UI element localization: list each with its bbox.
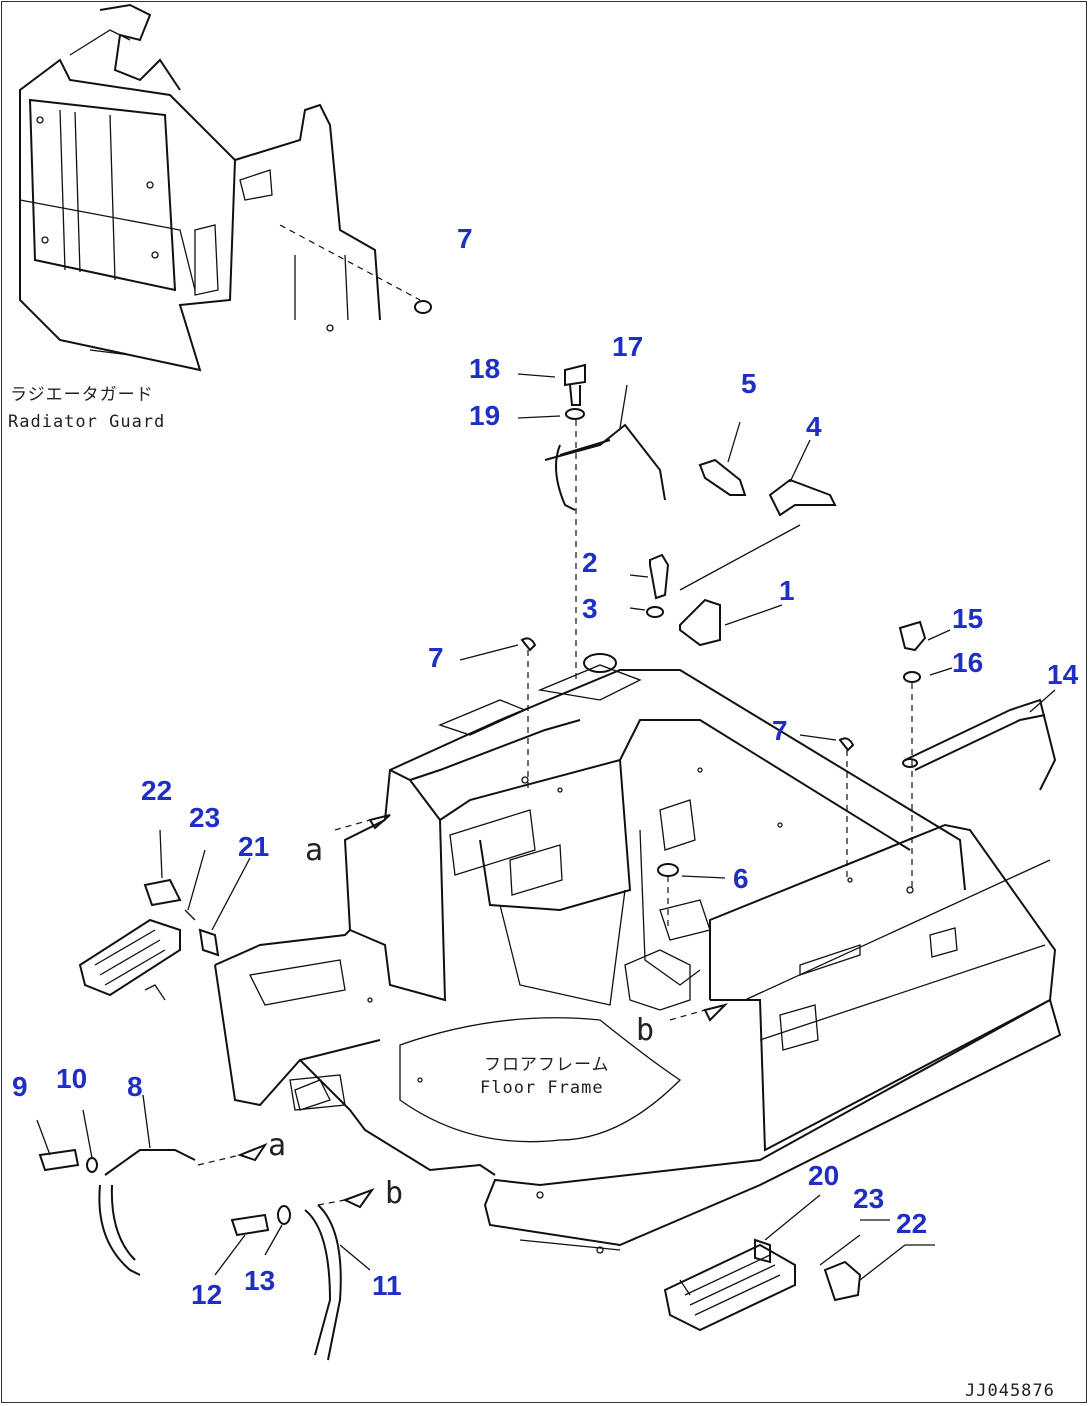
ref-a-lower: a xyxy=(268,1128,286,1163)
callout-22-right: 22 xyxy=(896,1208,927,1239)
callout-6: 6 xyxy=(733,863,749,894)
floor-frame-label-jp: フロアフレーム xyxy=(484,1055,610,1075)
callout-7-left: 7 xyxy=(428,642,444,673)
callout-7-right: 7 xyxy=(772,715,788,746)
ref-b-upper: b xyxy=(636,1013,654,1048)
right-step xyxy=(663,1194,935,1332)
callout-23-right: 23 xyxy=(853,1183,884,1214)
radiator-guard xyxy=(19,3,432,372)
callout-3: 3 xyxy=(582,593,598,624)
part-1-bracket xyxy=(679,524,801,647)
ref-b-lower: b xyxy=(385,1176,403,1211)
callout-16: 16 xyxy=(952,647,983,678)
callout-17: 17 xyxy=(612,331,643,362)
callout-23-left: 23 xyxy=(189,802,220,833)
left-step xyxy=(78,829,251,1001)
callout-15: 15 xyxy=(952,603,983,634)
part-2-3-bolt xyxy=(629,553,670,618)
ref-a-upper: a xyxy=(305,833,323,868)
callout-8: 8 xyxy=(127,1071,143,1102)
callout-7-radiator: 7 xyxy=(457,223,473,254)
reference-markers xyxy=(334,814,729,1022)
part-11-handrail xyxy=(214,1187,375,1361)
callout-13: 13 xyxy=(244,1265,275,1296)
radiator-guard-label-en: Radiator Guard xyxy=(8,412,165,432)
callout-18: 18 xyxy=(469,353,500,384)
part-17-handrail xyxy=(517,363,666,680)
part-4-5-pin xyxy=(698,421,837,517)
callout-5: 5 xyxy=(741,368,757,399)
callout-19: 19 xyxy=(469,400,500,431)
callout-9: 9 xyxy=(12,1071,28,1102)
part-7-bolts xyxy=(459,637,855,880)
callout-2: 2 xyxy=(582,547,598,578)
callout-4: 4 xyxy=(806,411,822,442)
callout-14: 14 xyxy=(1047,659,1079,690)
callout-12: 12 xyxy=(191,1279,222,1310)
callout-11: 11 xyxy=(372,1270,402,1301)
callout-20: 20 xyxy=(808,1160,839,1191)
part-14-15-16 xyxy=(898,620,1057,890)
part-8-handrail xyxy=(36,1094,268,1276)
callout-22-left: 22 xyxy=(141,775,172,806)
radiator-guard-label-jp: ラジエータガード xyxy=(10,385,154,405)
drawing-code: JJ045876 xyxy=(965,1381,1055,1401)
floor-frame-label-en: Floor Frame xyxy=(480,1078,604,1098)
callout-1: 1 xyxy=(779,575,795,606)
part-6 xyxy=(657,863,726,930)
callout-10: 10 xyxy=(56,1063,87,1094)
callout-21: 21 xyxy=(238,831,269,862)
floor-frame xyxy=(214,653,1062,1254)
